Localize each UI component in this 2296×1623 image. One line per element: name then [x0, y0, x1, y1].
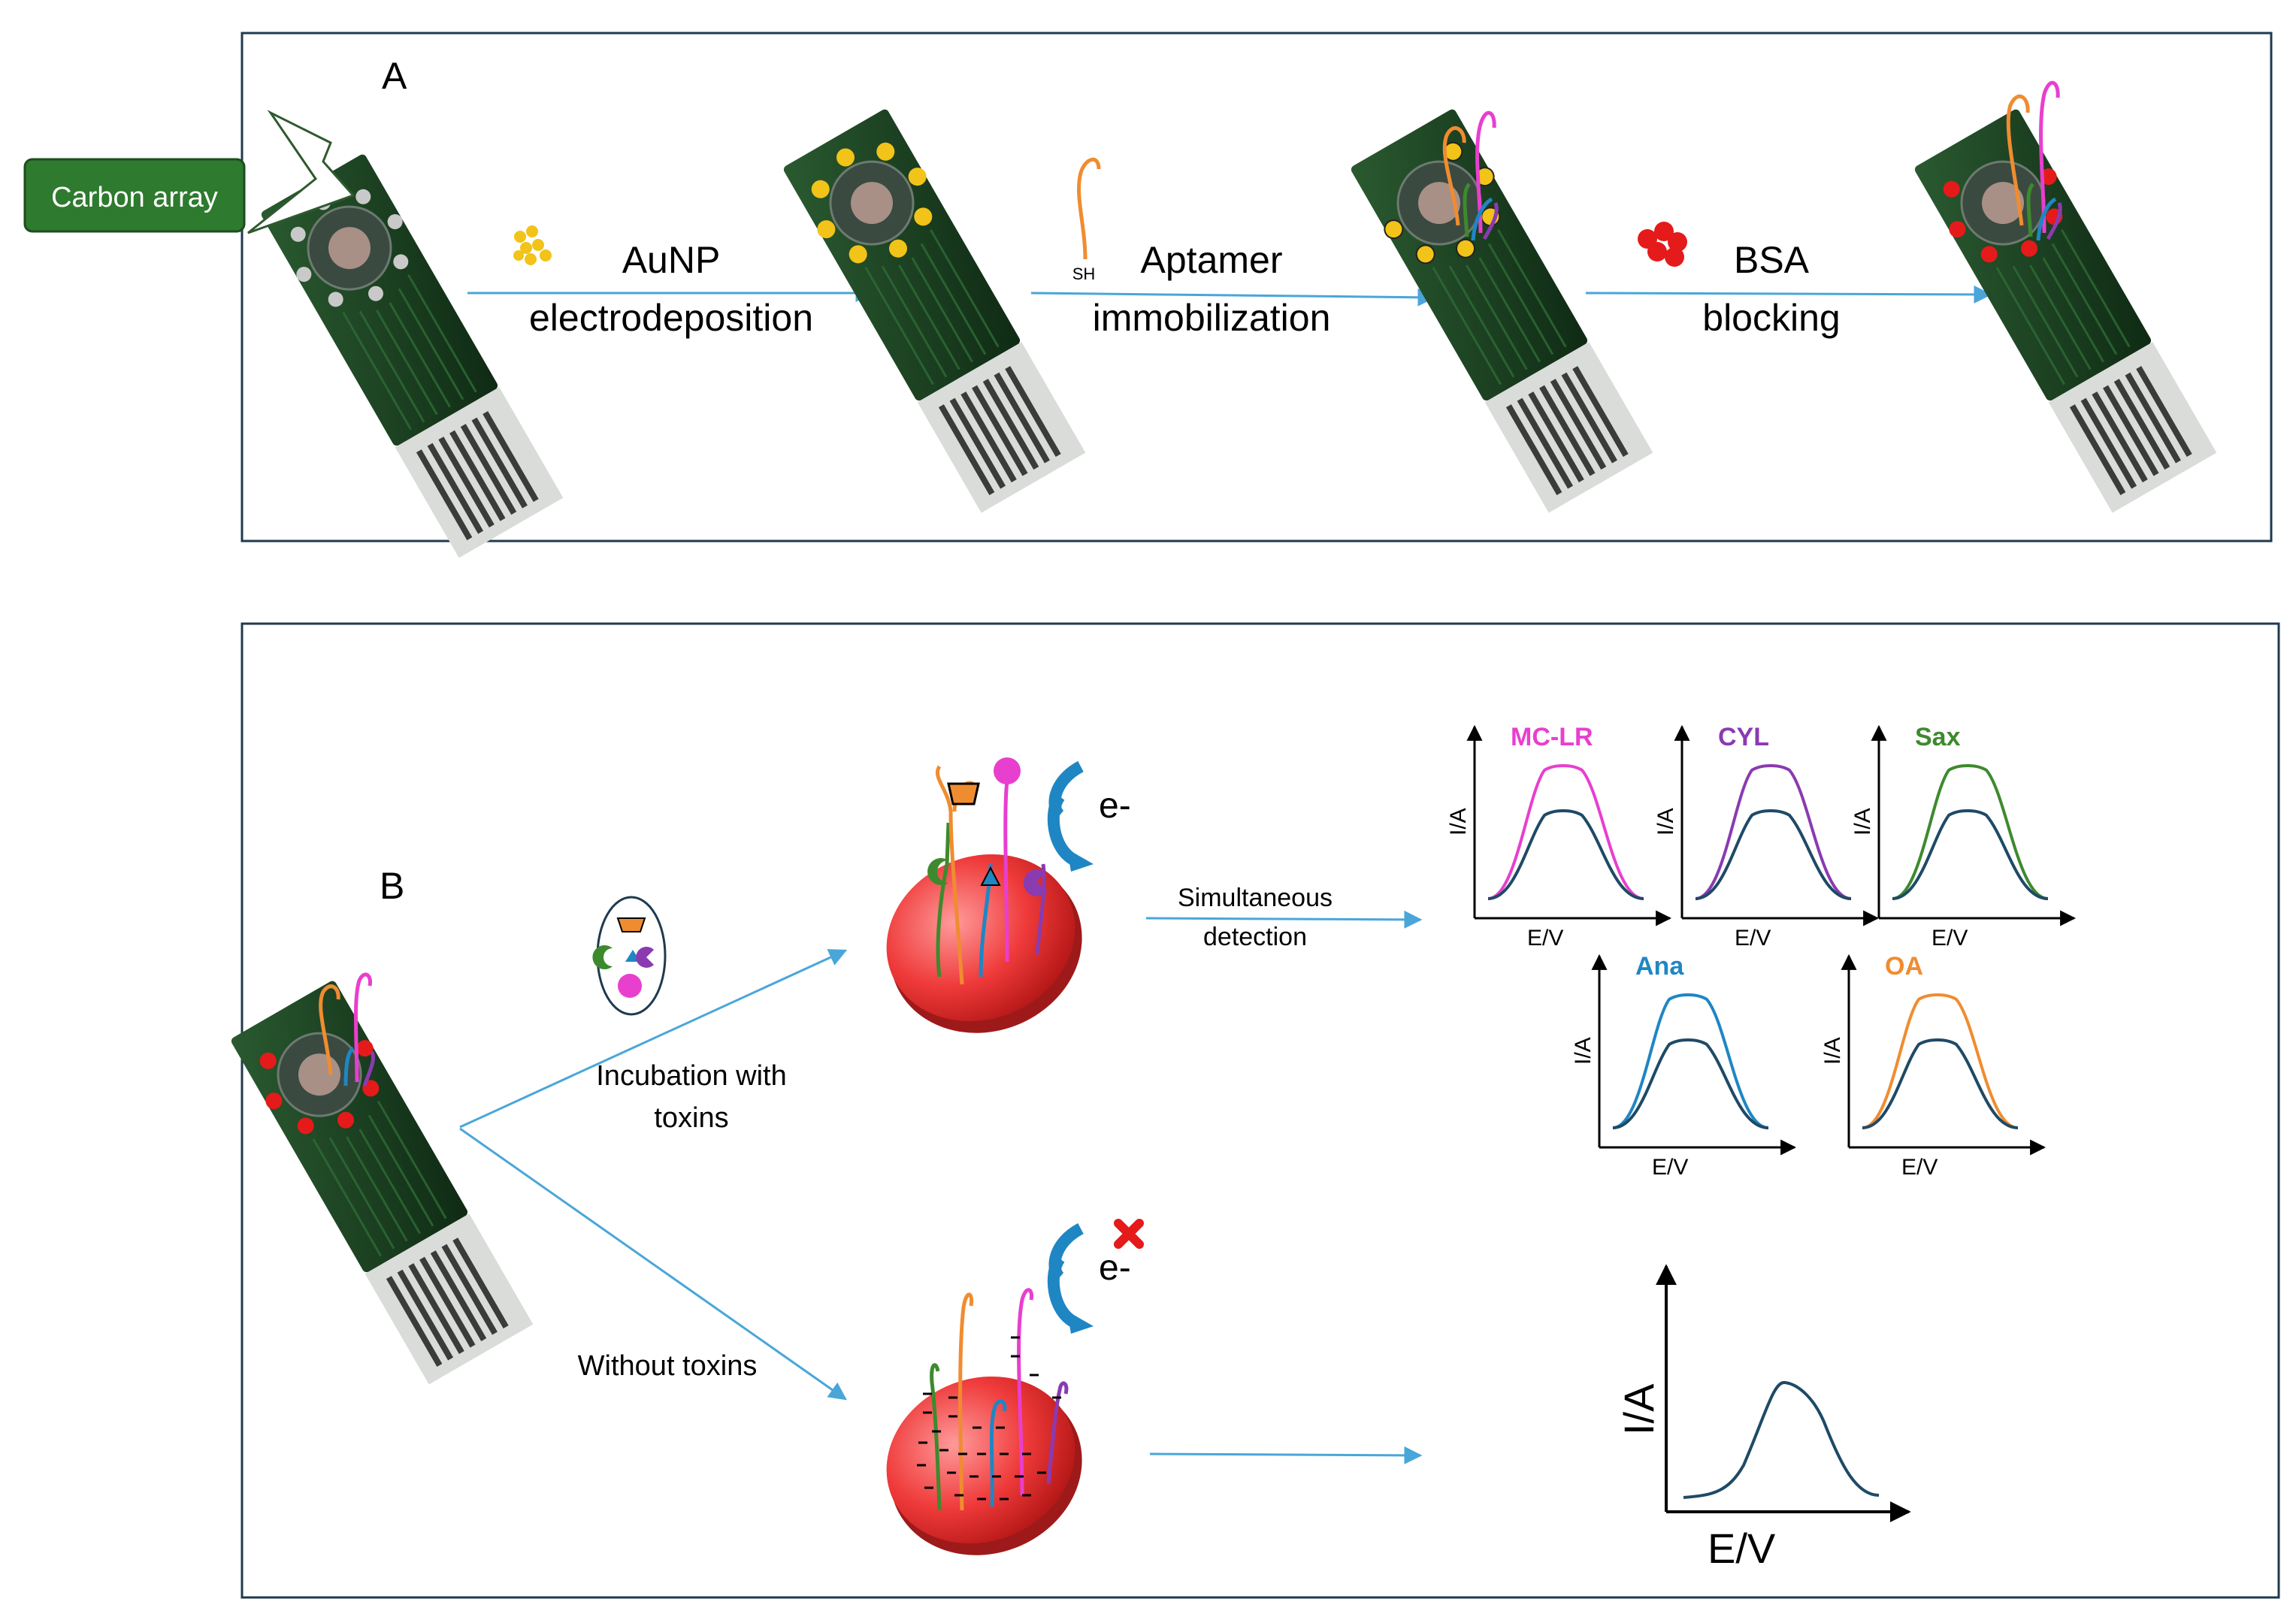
aptamer-strands-sensor-icon — [319, 972, 376, 1087]
chip-blocked — [1913, 107, 2217, 513]
y-label: I/A — [1850, 808, 1875, 836]
baseline-curve — [1892, 809, 2049, 900]
arrow-no-signal — [1149, 1446, 1423, 1464]
graph-title: Ana — [1635, 952, 1684, 981]
incubation-line2: toxins — [654, 1102, 728, 1134]
thiol-label: SH — [1072, 264, 1096, 283]
chip-sensor — [229, 979, 534, 1385]
step1-line2: electrodeposition — [529, 297, 813, 339]
incubation-line1: Incubation with — [596, 1060, 787, 1092]
aptamer-thiol-icon: SH — [1072, 158, 1101, 283]
bsa-protein-icon — [1638, 222, 1687, 267]
step1-line1: AuNP — [622, 239, 721, 281]
x-label: E/V — [1652, 1155, 1688, 1180]
voltammogram-mc-lr: MC-LR I/A E/V — [1446, 723, 1672, 951]
x-label: E/V — [1527, 926, 1563, 951]
chip-aunp — [781, 107, 1087, 513]
graph-title: CYL — [1718, 723, 1769, 751]
baseline-curve — [1862, 1038, 2019, 1129]
signal-curve — [1862, 993, 2019, 1129]
arrow-step2 — [1030, 288, 1436, 307]
x-label: E/V — [1735, 926, 1771, 951]
panel-a-label: A — [382, 55, 407, 97]
simultaneous-line1: Simultaneous — [1178, 884, 1333, 912]
baseline-xlabel: E/V — [1708, 1525, 1776, 1572]
chip-aptamer — [1348, 107, 1654, 513]
electron-label-bottom: e- — [1099, 1248, 1131, 1288]
graph-title: Sax — [1915, 723, 1961, 751]
voltammograms: MC-LRI/AE/VCYLI/AE/VSaxI/AE/VAnaI/AE/VOA… — [1446, 723, 2077, 1180]
step3-line2: blocking — [1702, 297, 1840, 339]
electrode-with-toxins — [886, 757, 1094, 1033]
panel-b-frame — [240, 622, 2280, 1599]
aptamer-strands-icon — [1442, 110, 1499, 241]
graph-title: OA — [1885, 952, 1923, 981]
arrow-simultaneous — [1145, 910, 1423, 929]
baseline-curve — [1695, 809, 1852, 900]
callout-label: Carbon array — [51, 182, 218, 213]
voltammogram-baseline: I/A E/V — [1615, 1264, 1911, 1572]
y-label: I/A — [1571, 1037, 1596, 1065]
voltammogram-cyl: CYL I/A E/V — [1653, 723, 1880, 951]
x-label: E/V — [1931, 926, 1968, 951]
step2-line2: immobilization — [1093, 297, 1331, 339]
blocked-x-icon — [1114, 1219, 1144, 1249]
toxins-mixture-icon — [592, 896, 667, 1016]
step2-line1: Aptamer — [1141, 239, 1283, 281]
y-label: I/A — [1446, 808, 1471, 836]
y-label: I/A — [1653, 808, 1678, 836]
arrow-incubation — [459, 949, 848, 1129]
signal-curve — [1487, 764, 1644, 900]
graph-title: MC-LR — [1511, 723, 1593, 751]
electrode-without-toxins — [886, 1219, 1144, 1555]
signal-curve — [1612, 993, 1769, 1129]
step3-line1: BSA — [1734, 239, 1810, 281]
electron-label-top: e- — [1099, 786, 1131, 826]
arrow-step3 — [1585, 285, 1992, 304]
signal-curve — [1695, 764, 1852, 900]
voltammogram-oa: OA I/A E/V — [1820, 952, 2046, 1180]
panel-b-label: B — [380, 865, 404, 907]
carbon-array-callout: Carbon array — [23, 110, 355, 234]
negative-charges-icon — [917, 1336, 1061, 1501]
baseline-ylabel: I/A — [1615, 1383, 1662, 1435]
without-toxins-label: Without toxins — [578, 1350, 758, 1382]
baseline-curve — [1487, 809, 1644, 900]
x-label: E/V — [1901, 1155, 1938, 1180]
signal-curve — [1892, 764, 2049, 900]
baseline-curve — [1612, 1038, 1769, 1129]
arrow-without-toxins — [459, 1127, 847, 1401]
panel-a-frame — [240, 32, 2273, 543]
simultaneous-line2: detection — [1203, 923, 1307, 951]
baseline-curve — [1683, 1381, 1880, 1499]
aunp-particles-icon — [513, 225, 552, 265]
y-label: I/A — [1820, 1037, 1845, 1065]
aptamer-strands-blocked-icon — [2006, 80, 2062, 241]
